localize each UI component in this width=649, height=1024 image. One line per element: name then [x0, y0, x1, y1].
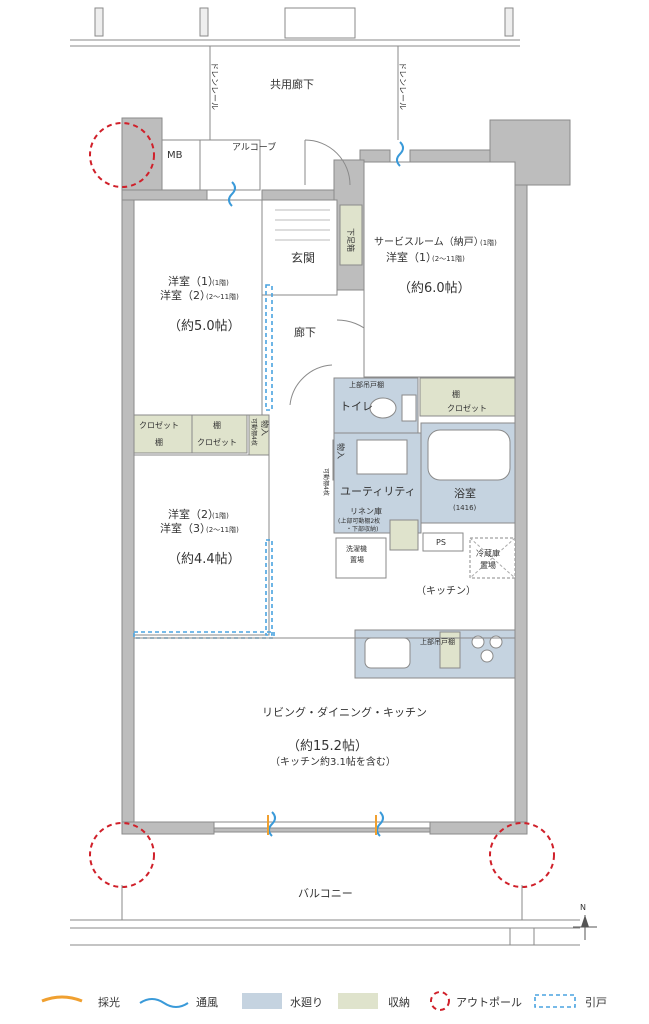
washer-area [335, 537, 387, 579]
svg-text:洗濯機: 洗濯機 [346, 544, 367, 553]
svg-text:通風: 通風 [196, 996, 218, 1009]
svg-text:(2〜11階): (2〜11階) [206, 292, 239, 301]
svg-text:棚: 棚 [452, 389, 460, 399]
closet-b [191, 414, 248, 454]
svg-text:・下部収納): ・下部収納) [346, 525, 378, 533]
kitchen-label: （キッチン） [416, 585, 476, 597]
room-northeast [363, 161, 516, 378]
mb-box [161, 139, 201, 191]
room-w2-size: （約4.4帖） [168, 552, 241, 567]
room-w1-size: （約5.0帖） [168, 319, 241, 334]
svg-text:引戸: 引戸 [585, 995, 607, 1009]
svg-text:クロゼット: クロゼット [447, 403, 487, 413]
svg-text:上部吊戸棚: 上部吊戸棚 [420, 637, 455, 646]
svg-text:上部吊戸棚: 上部吊戸棚 [349, 380, 384, 389]
svg-text:(1階): (1階) [212, 511, 229, 520]
room-west-lower [133, 454, 270, 636]
svg-text:クロゼット: クロゼット [139, 420, 179, 430]
svg-text:ドレンレール: ドレンレール [210, 62, 219, 110]
entrance-area [261, 199, 363, 296]
toilet-label: トイレ [340, 400, 373, 413]
sliding-door-west-lower [265, 539, 273, 636]
svg-text:N: N [580, 903, 586, 912]
corridor-label: 共用廊下 [270, 77, 314, 91]
svg-text:リネン庫: リネン庫 [350, 506, 382, 516]
bath-label: 浴室 [454, 486, 476, 500]
svg-text:物入: 物入 [336, 443, 346, 459]
outpole-southeast [489, 822, 555, 888]
wind-legend-icon [139, 998, 189, 1008]
shoe-box [339, 204, 363, 266]
ldk-room [133, 637, 516, 823]
svg-text:置場: 置場 [350, 555, 364, 564]
svg-text:(1階): (1階) [212, 278, 229, 287]
svg-text:（キッチン約3.1帖を含む）: （キッチン約3.1帖を含む） [270, 755, 396, 768]
ldk-size: （約15.2帖） [287, 739, 368, 754]
kitchen-sink-icon [364, 637, 411, 669]
sink-icon [356, 439, 408, 475]
stove-icon [471, 635, 485, 649]
svg-text:冷蔵庫: 冷蔵庫 [476, 548, 500, 558]
svg-text:洋室（2）: 洋室（2） [168, 507, 219, 521]
sliding-door-legend-icon [534, 994, 576, 1008]
svg-text:洋室（1）: 洋室（1） [168, 274, 219, 288]
balcony-label: バルコニー [298, 887, 353, 900]
outpole-legend-icon [430, 991, 450, 1011]
utility-label: ユーティリティ [340, 485, 416, 498]
wet-area-legend-icon [242, 993, 282, 1009]
sliding-door-west-upper [265, 284, 273, 411]
balcony-railing [70, 885, 580, 946]
svg-text:アウトポール: アウトポール [456, 996, 522, 1009]
alcove-label: アルコーブ [232, 141, 276, 153]
mb-label: MB [167, 150, 183, 161]
light-legend-icon [41, 995, 83, 1003]
svg-text:サービスルーム（納戸）: サービスルーム（納戸） [374, 235, 484, 248]
outpole-southwest [89, 822, 155, 888]
svg-text:(2〜11階): (2〜11階) [206, 525, 239, 534]
svg-text:物入: 物入 [260, 420, 270, 436]
corridor-railing [70, 7, 520, 140]
north-arrow-icon [573, 915, 597, 940]
closet-northeast [419, 377, 516, 417]
alcove-area [199, 139, 261, 191]
svg-text:洋室（3）: 洋室（3） [160, 521, 211, 535]
svg-text:クロゼット: クロゼット [197, 437, 237, 447]
svg-text:可動棚4枚: 可動棚4枚 [322, 468, 330, 496]
legend: 採光 通風 水廻り 収納 アウトポール 引戸 [41, 991, 607, 1011]
svg-text:収納: 収納 [388, 996, 410, 1009]
linen-closet [389, 519, 419, 551]
svg-text:棚: 棚 [155, 437, 163, 447]
svg-text:採光: 採光 [98, 995, 120, 1009]
svg-text:水廻り: 水廻り [290, 996, 323, 1009]
svg-text:PS: PS [436, 538, 446, 547]
svg-text:洋室（2）: 洋室（2） [160, 288, 211, 302]
storage-small [248, 414, 270, 456]
entrance-door-swing [304, 139, 351, 186]
closet-a [133, 414, 193, 454]
svg-text:洋室（1）: 洋室（1） [386, 250, 437, 264]
outpole-northwest [89, 122, 155, 188]
hallway-label: 廊下 [294, 325, 316, 339]
light-icons [267, 815, 377, 835]
entrance-label: 玄関 [291, 250, 315, 265]
svg-text:下足箱: 下足箱 [346, 228, 356, 252]
svg-text:棚: 棚 [213, 420, 221, 430]
room-west-upper [133, 199, 263, 416]
svg-text:可動棚4枚: 可動棚4枚 [250, 418, 258, 446]
bathtub-icon [427, 429, 511, 481]
svg-text:(1416): (1416) [453, 504, 477, 512]
sliding-door-bottom [133, 631, 275, 639]
room-ne-size: （約6.0帖） [398, 281, 471, 296]
svg-text:ドレンレール: ドレンレール [398, 62, 407, 110]
svg-text:(上部可動棚2枚: (上部可動棚2枚 [338, 517, 380, 525]
ldk-label: リビング・ダイニング・キッチン [262, 705, 427, 719]
svg-text:(2〜11階): (2〜11階) [432, 254, 465, 263]
svg-text:(1階): (1階) [480, 238, 497, 247]
ventilation-icons [228, 141, 404, 837]
ps-box [422, 532, 464, 552]
svg-text:置場: 置場 [480, 560, 496, 570]
toilet-bowl-icon [369, 397, 397, 419]
storage-legend-icon [338, 993, 378, 1009]
